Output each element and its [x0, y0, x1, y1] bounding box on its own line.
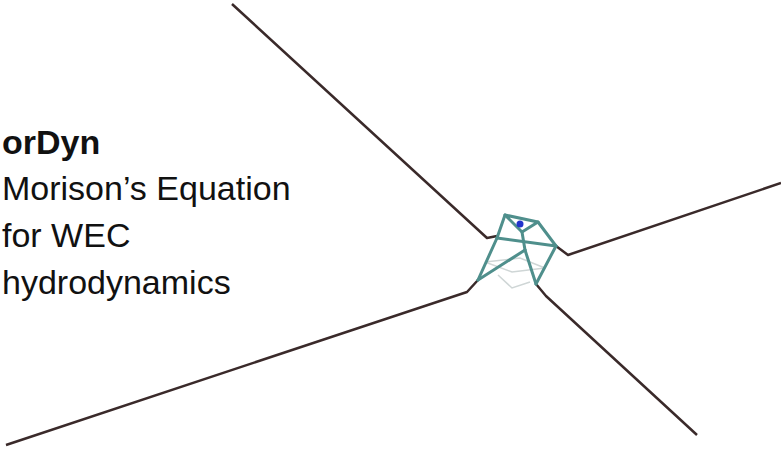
mooring-line — [6, 280, 478, 445]
subtitle-text: Morison’s Equation — [2, 168, 291, 208]
subtitle-text: hydrodynamics — [2, 262, 231, 302]
mooring-line — [536, 284, 697, 435]
body-reference-point — [517, 221, 524, 228]
title-text: orDyn — [2, 122, 100, 162]
mooring-line — [556, 183, 781, 255]
wec-structure — [478, 215, 556, 284]
subtitle-text: for WEC — [2, 215, 130, 255]
